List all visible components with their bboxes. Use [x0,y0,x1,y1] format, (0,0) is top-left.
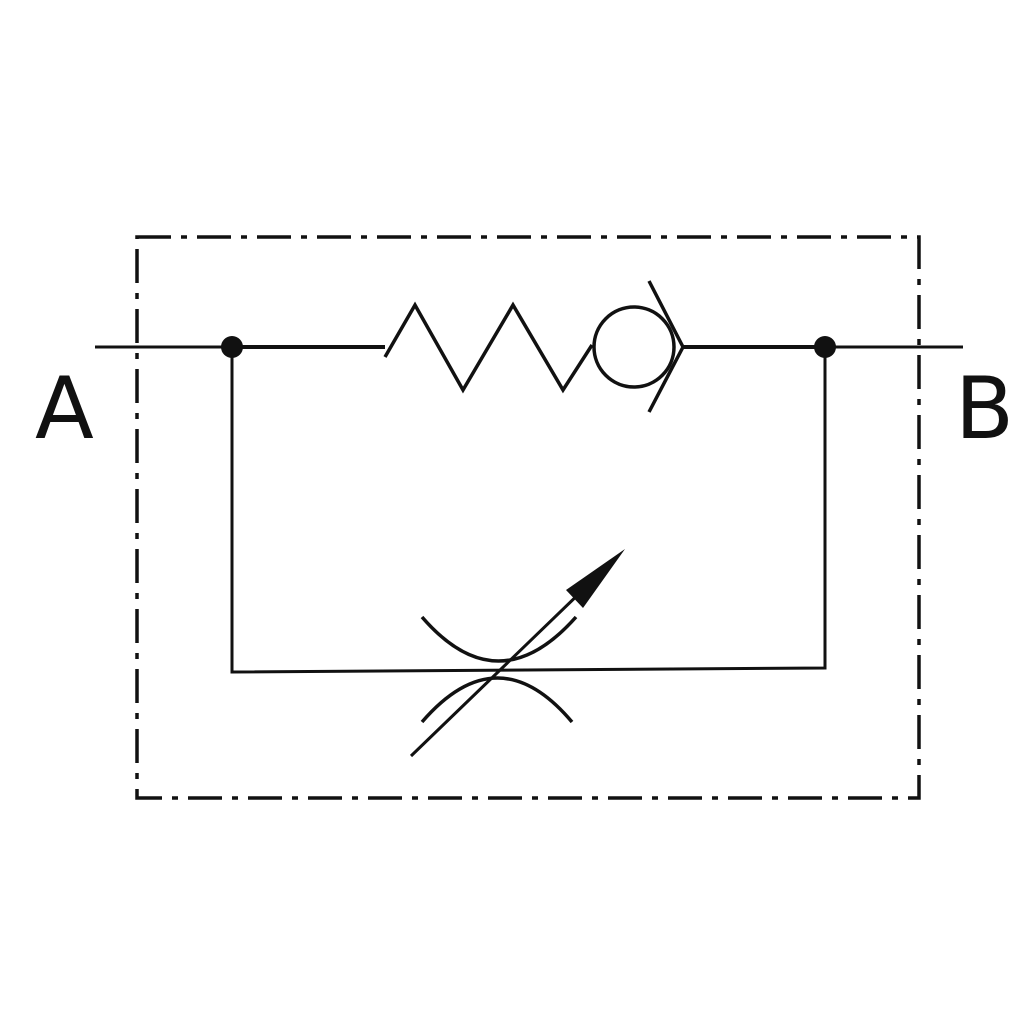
adjustment-arrow-shaft [409,585,588,758]
port-a-label: A [35,359,94,459]
bypass-line [230,347,827,674]
spring-check-valve-icon [383,280,685,413]
adjustment-arrow-head-icon [566,549,625,608]
valve-seat-icon [647,280,685,413]
throttle-upper-arc [420,615,578,663]
spring-icon [383,301,594,394]
component-enclosure [135,235,921,800]
throttle-lower-arc [420,676,574,724]
check-ball-icon [592,305,676,389]
adjustable-throttle-icon [409,549,625,758]
port-b-label: B [955,359,1014,459]
